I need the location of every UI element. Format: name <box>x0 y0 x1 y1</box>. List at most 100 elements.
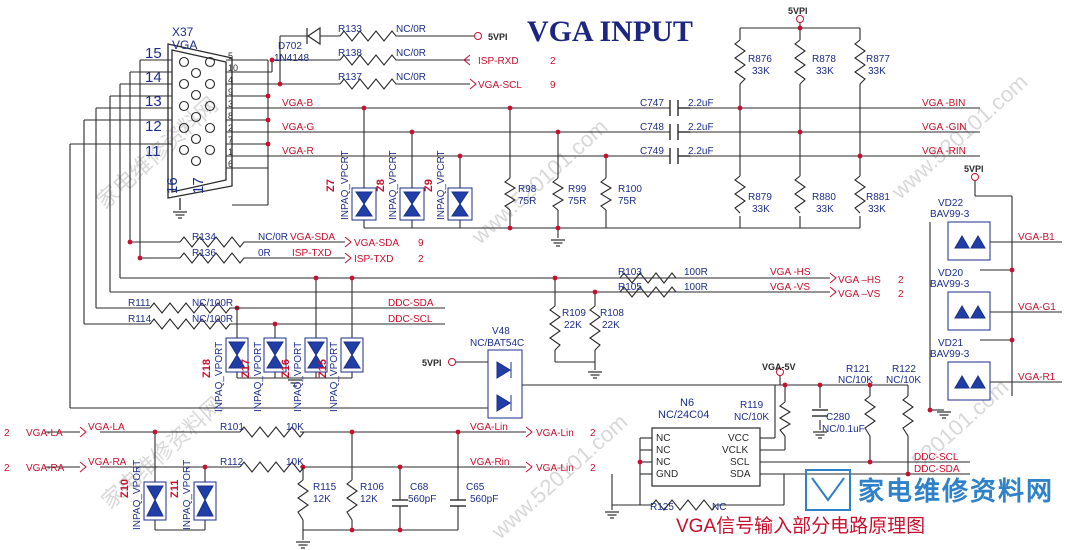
pin-label: 4 <box>228 75 233 85</box>
eeprom-body <box>651 427 761 487</box>
label-r125-val: NC <box>712 502 726 513</box>
label-r100-ref: R100 <box>618 184 642 195</box>
resistor-r98 <box>503 177 517 211</box>
label-c68-val: 560pF <box>408 494 436 505</box>
pin-label: 16 <box>164 177 181 194</box>
label-c748-val: 2.2uF <box>688 122 714 133</box>
label-r103-ref: R103 <box>618 267 642 278</box>
diode-vd21 <box>947 361 991 401</box>
net-5vpi-top: 5VPI <box>488 32 508 42</box>
label-d702-part: 1N4148 <box>274 53 309 64</box>
label-vd22-ref: VD22 <box>938 198 963 209</box>
eeprom-pin-scl: SCL <box>730 457 750 468</box>
label-r114-ref: R114 <box>128 314 152 325</box>
connector-ref: X37 <box>172 25 194 39</box>
label-r137-val: NC/0R <box>396 72 426 83</box>
label-v48-part: NC/BAT54C <box>470 338 524 349</box>
label-r111-val: NC/100R <box>192 298 233 309</box>
pin-label: 12 <box>145 118 162 135</box>
capacitor-c68 <box>392 499 408 507</box>
net-isp-rxd: ISP-RXD <box>478 56 519 67</box>
label-r878-val: 33K <box>816 66 834 77</box>
label-z8-part: INPAQ_VPCRT <box>388 150 399 220</box>
label-z18-ref: Z18 <box>201 359 213 378</box>
pin-label: 8 <box>228 111 233 121</box>
label-r121-ref: R121 <box>846 364 870 375</box>
net-isp-txd-page: 2 <box>418 254 424 265</box>
eeprom-pin-vclk: VCLK <box>722 445 748 456</box>
net-5vpi-bias: 5VPI <box>788 6 808 16</box>
label-vd22-part: BAV99-3 <box>930 209 970 220</box>
label-z10-ref: Z10 <box>119 479 131 498</box>
net-audio-la-a: VGA-LA <box>26 428 63 439</box>
net-audio-la-page: 2 <box>4 428 10 439</box>
net-vga-b1: VGA-B1 <box>1018 232 1055 243</box>
label-c65-ref: C65 <box>466 482 485 493</box>
eeprom-pin-nc3: NC <box>656 457 670 468</box>
label-r134-ref: R134 <box>192 232 216 243</box>
net-vga-r: VGA-R <box>282 146 314 157</box>
label-r105-val: 100R <box>684 282 708 293</box>
label-r125-ref: R125 <box>650 502 674 513</box>
wires <box>45 22 1062 540</box>
label-d702-ref: D702 <box>278 41 302 52</box>
bav99-packages <box>947 221 991 401</box>
resistor-r876 <box>734 39 746 85</box>
label-r138-ref: R138 <box>338 48 362 59</box>
resistor-r106 <box>346 479 358 521</box>
capacitor-c65 <box>450 499 466 507</box>
part-labels: D702 1N4148 R133 NC/0R R138 NC/0R R137 N… <box>128 24 970 513</box>
net-5vpi-v48: 5VPI <box>422 358 442 368</box>
pin-label: 13 <box>145 93 162 110</box>
net-ddc-sda-right: DDC-SDA <box>914 464 960 475</box>
net-audio-rin-a: VGA-Rin <box>470 457 509 468</box>
label-n6-part: NC/24C04 <box>658 409 709 421</box>
label-r109-val: 22K <box>564 320 582 331</box>
net-vga-hs-page: 2 <box>898 275 904 286</box>
net-isp-rxd-page: 2 <box>550 56 556 67</box>
resistor-r101 <box>239 426 305 438</box>
pin-label: 1 <box>228 147 233 157</box>
resistor-r114 <box>149 318 240 330</box>
label-c749-val: 2.2uF <box>688 146 714 157</box>
schematic-title: VGA INPUT <box>527 15 693 48</box>
label-c280-ref: C280 <box>826 412 850 423</box>
resistor-r119 <box>778 401 792 437</box>
label-z7-part: INPAQ_VPCRT <box>340 150 351 220</box>
label-r881-val: 33K <box>868 204 886 215</box>
eeprom-pin-nc2: NC <box>656 445 670 456</box>
label-r122-ref: R122 <box>892 364 916 375</box>
net-vga-g: VGA-G <box>282 122 314 133</box>
pin-label: 11 <box>145 143 161 160</box>
resistor-r115 <box>297 479 309 521</box>
net-audio-lin-b: VGA-Lin <box>536 428 574 439</box>
label-z8-ref: Z8 <box>375 179 387 192</box>
label-r877-val: 33K <box>868 66 886 77</box>
connector-big-pin-labels: 15 14 13 12 11 16 17 <box>145 45 207 194</box>
pin-label: 2 <box>228 123 233 133</box>
label-r879-ref: R879 <box>748 192 772 203</box>
label-n6-ref: N6 <box>680 397 694 409</box>
capacitor-c747 <box>669 100 690 116</box>
net-vga-bin: VGA -BIN <box>922 98 965 109</box>
capacitor-c748 <box>669 124 690 140</box>
net-vga-vs-page: 2 <box>898 289 904 300</box>
resistor-r125 <box>651 499 722 511</box>
label-z11-ref: Z11 <box>169 480 181 498</box>
label-c748-ref: C748 <box>640 122 664 133</box>
pin-label: 10 <box>228 63 238 73</box>
net-vga-rin: VGA -RIN <box>922 146 966 157</box>
resistor-r881 <box>854 175 866 214</box>
net-vga-sda-b: VGA-SDA <box>354 238 399 249</box>
label-vd20-ref: VD20 <box>938 268 963 279</box>
label-r108-ref: R108 <box>600 308 624 319</box>
label-r133-ref: R133 <box>338 24 362 35</box>
resistor-r138 <box>339 54 400 66</box>
port-markers <box>79 15 979 473</box>
label-r122-val: NC/10K <box>886 375 921 386</box>
label-r114-val: NC/100R <box>192 314 233 325</box>
tvs-z7 <box>351 187 377 221</box>
net-audio-rin-b: VGA-Lin <box>536 463 574 474</box>
net-vga-scl-page: 9 <box>550 80 556 91</box>
